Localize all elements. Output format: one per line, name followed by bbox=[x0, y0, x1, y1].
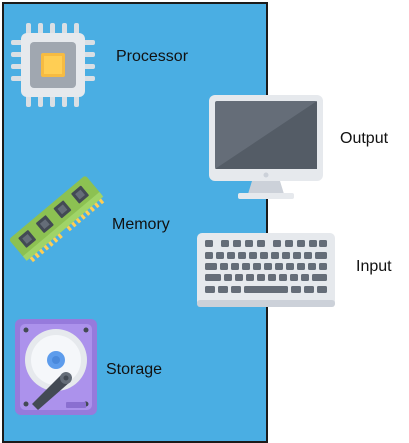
monitor-output-icon bbox=[209, 95, 323, 199]
input-label: Input bbox=[356, 258, 392, 275]
processor-chip-icon bbox=[11, 23, 95, 107]
hard-disk-storage-icon bbox=[15, 319, 97, 415]
memory-ram-icon bbox=[9, 176, 105, 263]
output-label: Output bbox=[340, 130, 389, 147]
memory-label: Memory bbox=[112, 216, 170, 233]
keyboard-input-icon bbox=[197, 233, 335, 307]
processor-label: Processor bbox=[116, 48, 189, 65]
storage-label: Storage bbox=[106, 361, 163, 378]
